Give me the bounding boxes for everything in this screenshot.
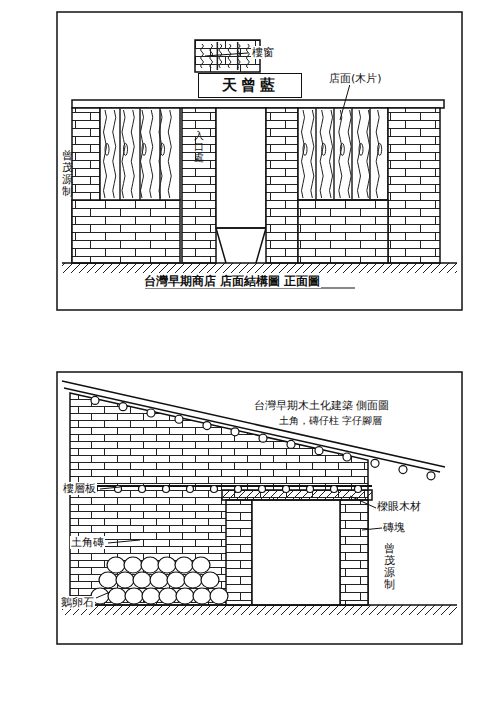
part-label: 鵝卵石 bbox=[60, 596, 95, 609]
beam-end bbox=[115, 486, 122, 493]
plank-seam bbox=[119, 108, 121, 200]
plank-seam bbox=[333, 108, 335, 200]
rafter-end bbox=[175, 415, 183, 423]
vertical-note: 入口處 bbox=[193, 130, 205, 163]
part-label: 店面(木片) bbox=[328, 72, 383, 85]
part-label: 樑眼木材 bbox=[376, 500, 422, 513]
subtitle: 土角，磚仔柱 字仔腳層 bbox=[278, 415, 383, 427]
shop-sign: 天曾藍 bbox=[198, 73, 302, 98]
cobblestone bbox=[116, 572, 134, 588]
signature: 曾茂源制 bbox=[61, 150, 74, 198]
wood-grain bbox=[376, 110, 379, 198]
cobblestone bbox=[107, 557, 125, 573]
beam-end bbox=[355, 486, 362, 493]
rafter-end bbox=[259, 434, 267, 442]
cobblestone bbox=[99, 572, 117, 588]
rafter-end bbox=[399, 466, 407, 474]
rafter-end bbox=[147, 409, 155, 417]
wood-knot bbox=[378, 143, 382, 155]
cobblestone bbox=[175, 557, 193, 573]
wood-grain bbox=[201, 44, 204, 68]
cobblestone bbox=[125, 588, 143, 604]
rafter-end bbox=[427, 472, 435, 480]
rafter-end bbox=[371, 459, 379, 467]
wood-grain bbox=[228, 44, 231, 68]
wood-grain bbox=[219, 44, 222, 68]
wood-grain bbox=[339, 110, 342, 198]
plank-seam bbox=[237, 42, 239, 70]
rafter-end bbox=[119, 403, 127, 411]
cobblestone bbox=[158, 557, 176, 573]
part-label: 土角磚 bbox=[70, 536, 105, 549]
beam-end bbox=[331, 486, 338, 493]
cobblestone bbox=[201, 572, 219, 588]
beam-end bbox=[163, 486, 170, 493]
beam-end bbox=[139, 486, 146, 493]
plank-seam bbox=[315, 108, 317, 200]
plank-seam bbox=[217, 42, 219, 70]
cobblestone bbox=[159, 588, 177, 604]
wood-knot bbox=[359, 143, 363, 155]
wood-grain bbox=[150, 110, 153, 198]
wood-grain bbox=[320, 110, 323, 198]
rafter-end bbox=[203, 422, 211, 430]
cobblestone bbox=[142, 588, 160, 604]
title: 台灣早期木土化建築 側面圖 bbox=[253, 399, 391, 412]
cobblestone bbox=[176, 588, 194, 604]
plank-seam bbox=[139, 108, 141, 200]
part-label: 樓層板 bbox=[62, 482, 97, 495]
caption: 台灣早期商店 店面結構圖 正面圖 bbox=[143, 274, 321, 288]
wood-grain bbox=[104, 110, 107, 198]
rafter-end bbox=[231, 428, 239, 436]
wood-grain bbox=[311, 110, 314, 198]
wood-grain bbox=[302, 110, 305, 198]
wood-grain bbox=[168, 110, 171, 198]
wood-knot bbox=[142, 143, 146, 155]
cobblestone bbox=[124, 557, 142, 573]
part-label: 樓窗 bbox=[251, 46, 275, 59]
cobblestone bbox=[210, 588, 228, 604]
cobblestone bbox=[133, 572, 151, 588]
wood-grain bbox=[358, 110, 361, 198]
cobblestone bbox=[141, 557, 159, 573]
beam-end bbox=[259, 486, 266, 493]
wood-knot bbox=[303, 143, 307, 155]
part-label: 磚塊 bbox=[382, 521, 406, 534]
cobblestone bbox=[108, 588, 126, 604]
beam-end bbox=[235, 486, 242, 493]
beam-end bbox=[307, 486, 314, 493]
wood-grain bbox=[348, 110, 351, 198]
wood-knot bbox=[105, 143, 109, 155]
rafter-end bbox=[91, 396, 99, 404]
rafter-end bbox=[315, 447, 323, 455]
cobblestone bbox=[184, 572, 202, 588]
plank-seam bbox=[159, 108, 161, 200]
plank-seam bbox=[351, 108, 353, 200]
cobblestone bbox=[150, 572, 168, 588]
wood-knot bbox=[161, 143, 165, 155]
wood-grain bbox=[122, 110, 125, 198]
beam-end bbox=[283, 486, 290, 493]
rafter-end bbox=[343, 453, 351, 461]
wood-grain bbox=[131, 110, 134, 198]
wood-knot bbox=[124, 143, 128, 155]
cobblestone bbox=[192, 557, 210, 573]
wood-grain bbox=[330, 110, 333, 198]
cobblestone bbox=[167, 572, 185, 588]
wood-knot bbox=[322, 143, 326, 155]
wood-grain bbox=[113, 110, 116, 198]
plank-seam bbox=[369, 108, 371, 200]
cobblestone bbox=[193, 588, 211, 604]
beam-end bbox=[211, 486, 218, 493]
sign-text: 天曾藍 bbox=[222, 76, 279, 95]
wood-grain bbox=[246, 44, 249, 68]
wood-knot bbox=[340, 143, 344, 155]
rafter-end bbox=[287, 440, 295, 448]
beam-end bbox=[187, 486, 194, 493]
signature: 曾茂源制 bbox=[383, 543, 396, 591]
wood-grain bbox=[141, 110, 144, 198]
